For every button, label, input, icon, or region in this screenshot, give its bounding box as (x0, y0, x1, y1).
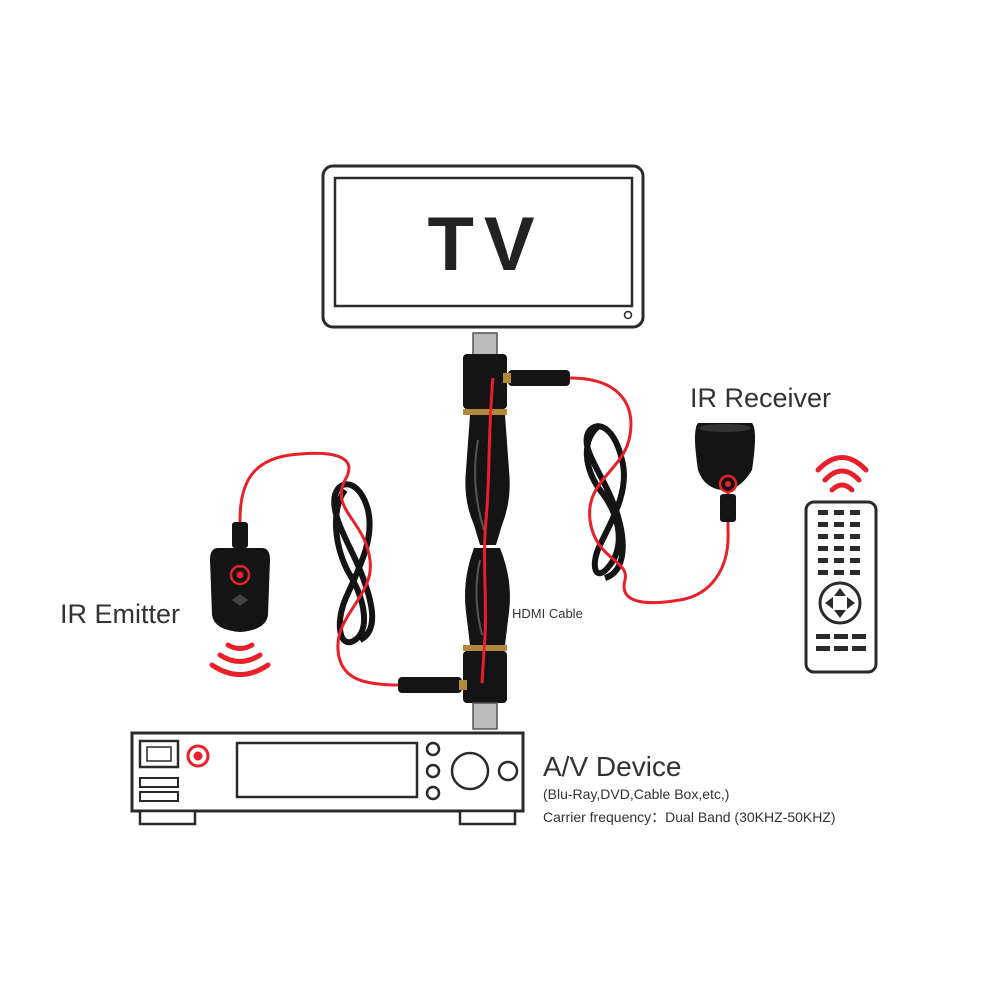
tv-screen (333, 176, 634, 308)
emitter-signal-icon (209, 642, 271, 677)
ir-receiver-label: IR Receiver (690, 383, 831, 413)
ir-emitter-branch: IR Emitter (60, 451, 467, 693)
ir-emitter-device (210, 548, 270, 632)
hdmi-cable: HDMI Cable (463, 332, 583, 730)
remote-signal-icon (815, 455, 869, 493)
av-main-display (235, 741, 419, 799)
receiver-ir-wire (569, 376, 730, 605)
av-device-foot-right (458, 809, 517, 826)
receiver-cable-coil (583, 422, 627, 581)
hdmi-bottom-connector (463, 651, 507, 703)
tv-label: TV (427, 202, 544, 287)
av-display-small (138, 739, 180, 769)
carrier-frequency-text: Carrier frequency：Dual Band (30KHZ-50KHZ… (543, 809, 836, 825)
av-volume-knob-icon (450, 751, 490, 791)
ir-emitter-label: IR Emitter (60, 599, 180, 629)
emitter-ir-wire (238, 451, 401, 687)
ir-receiver-device (695, 423, 755, 490)
tv-power-led-icon (623, 310, 633, 320)
hdmi-bottom-plug-metal (472, 702, 498, 730)
ir-wire-along-hdmi (480, 377, 495, 684)
emitter-plug (398, 677, 462, 693)
receiver-plug (508, 370, 570, 386)
av-device-label: A/V Device (543, 751, 682, 782)
hdmi-top-connector (463, 354, 507, 409)
remote-control (804, 455, 878, 674)
av-device-foot-left (138, 809, 197, 826)
hdmi-top-plug-metal (472, 332, 498, 358)
emitter-cable-coil (331, 481, 376, 646)
tv: TV (321, 164, 645, 329)
av-device (130, 731, 525, 826)
ir-receiver-branch: IR Receiver (503, 370, 831, 605)
remote-dpad-icon (818, 581, 862, 625)
av-device-examples: (Blu-Ray,DVD,Cable Box,etc,) (543, 786, 729, 802)
hdmi-cable-label: HDMI Cable (512, 606, 583, 621)
